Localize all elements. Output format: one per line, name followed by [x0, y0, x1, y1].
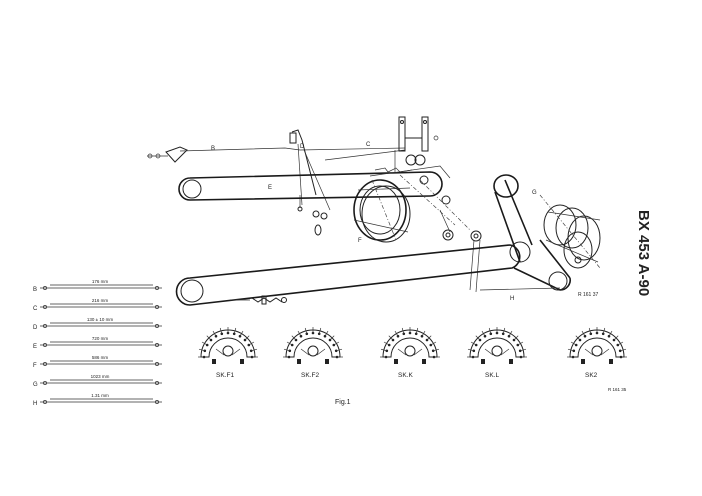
cord-length-value: 586 mm	[92, 355, 109, 360]
switch-label: SK.F1	[216, 372, 234, 379]
cord-h	[175, 174, 571, 306]
cord-length-row: B 176 mm	[33, 279, 162, 293]
cord-length-letter: B	[33, 287, 37, 293]
cord-length-row: E 720 mm	[33, 336, 162, 350]
switch-sk-2: SK2	[567, 327, 627, 379]
ref-code-main: R 161 37	[578, 292, 599, 298]
switch-sk-f1: SK.F1	[198, 327, 258, 379]
switch-sk-k: SK.K	[380, 327, 440, 379]
drum-g	[539, 194, 601, 269]
label-c: C	[366, 142, 371, 148]
cord-length-letter: G	[33, 382, 38, 388]
switch-label: SK.K	[398, 372, 413, 379]
cord-b	[147, 146, 301, 163]
switch-sk-f2: SK.F2	[283, 327, 343, 379]
switch-sk-l: SK.L	[467, 327, 527, 379]
switch-label: SK.L	[485, 372, 499, 379]
cord-length-value: 1023 mm	[91, 374, 110, 379]
cord-length-letter: F	[33, 363, 37, 369]
cord-length-value: 1.31 mm	[91, 393, 109, 398]
drum-f	[353, 165, 451, 243]
label-b: B	[211, 146, 215, 152]
label-h: H	[510, 296, 514, 302]
cord-d	[289, 129, 331, 236]
cord-length-value: 176 mm	[92, 279, 109, 284]
label-f: F	[358, 238, 362, 244]
switch-label: SK2	[585, 372, 598, 379]
cord-c	[299, 147, 406, 161]
cord-length-table: B 176 mm C 216 mm D 130 ± 10 mm E 720 mm F 586 mm…	[33, 279, 162, 407]
cord-length-letter: E	[33, 344, 37, 350]
cord-length-row: F 586 mm	[33, 355, 162, 369]
switch-diagrams: SK.F1 SK.F2 SK.K SK.L SK2	[198, 327, 627, 379]
cord-length-letter: C	[33, 306, 38, 312]
label-e: E	[268, 185, 272, 191]
ref-code-sk2: R 161 35	[608, 387, 627, 392]
label-d: D	[300, 144, 305, 150]
top-brackets	[394, 116, 439, 172]
model-title: BX 453 A-90	[635, 210, 652, 296]
cord-length-row: H 1.31 mm	[33, 393, 162, 407]
figure-caption: Fig.1	[335, 399, 351, 406]
cord-length-letter: D	[33, 325, 38, 331]
cord-length-value: 216 mm	[92, 298, 109, 303]
cord-length-row: G 1023 mm	[33, 374, 162, 388]
cord-length-value: 130 ± 10 mm	[87, 317, 113, 322]
cord-mechanism: B C D E F G H R 161 37	[147, 116, 601, 306]
cord-length-row: D 130 ± 10 mm	[33, 317, 162, 331]
label-g: G	[532, 190, 537, 196]
cord-length-letter: H	[33, 401, 37, 407]
cord-length-value: 720 mm	[92, 336, 109, 341]
cord-length-row: C 216 mm	[33, 298, 162, 312]
switch-label: SK.F2	[301, 372, 319, 379]
